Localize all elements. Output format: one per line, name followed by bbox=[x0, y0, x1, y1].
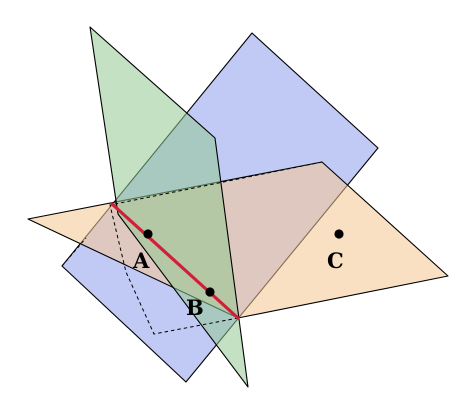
point-c bbox=[334, 229, 344, 239]
green-plane bbox=[89, 26, 249, 388]
orange-plane-hidden-outline bbox=[109, 161, 323, 335]
point-a bbox=[143, 229, 153, 239]
point-b bbox=[205, 287, 215, 297]
label-c: C bbox=[327, 248, 344, 273]
blue-plane-hidden-edge bbox=[61, 237, 87, 267]
label-b: B bbox=[186, 295, 204, 320]
label-a: A bbox=[132, 248, 150, 273]
intersection-line bbox=[110, 202, 240, 320]
orange-plane bbox=[27, 161, 449, 319]
